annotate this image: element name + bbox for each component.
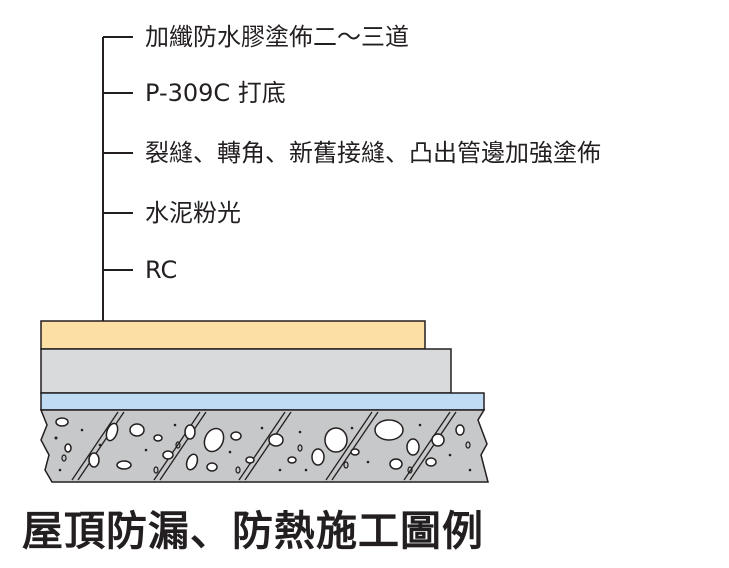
layer-primer (40, 392, 485, 411)
diagram-title: 屋頂防漏、防熱施工圖例 (22, 507, 484, 555)
aggregate-small-stones (61, 441, 471, 474)
label-rc: RC (145, 256, 178, 284)
rebar-lines (71, 411, 457, 481)
aggregate-dots (54, 423, 472, 472)
layer-topcoat (40, 320, 426, 350)
label-primer: P-309C 打底 (145, 79, 286, 107)
label-mortar: 水泥粉光 (145, 199, 241, 227)
layer-rc-slab (39, 409, 489, 483)
aggregate-stones (55, 417, 465, 472)
label-reinforcement: 裂縫、轉角、新舊接縫、凸出管邊加強塗佈 (145, 139, 601, 167)
label-topcoat: 加纖防水膠塗佈二～三道 (145, 23, 409, 51)
layer-mortar (40, 348, 452, 394)
